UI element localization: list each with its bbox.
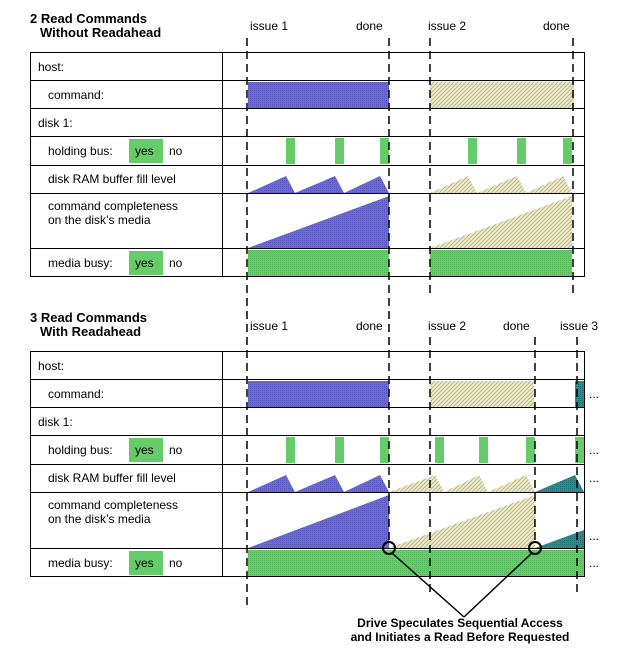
completeness-ramp-1 bbox=[248, 495, 389, 548]
marker-done-2: done bbox=[543, 19, 570, 33]
ellipsis-completeness: ... bbox=[589, 529, 599, 543]
panel-title-line1: 2 Read Commands bbox=[30, 11, 147, 26]
holding-no-label: no bbox=[169, 443, 183, 457]
media-yes-label: yes bbox=[135, 556, 154, 570]
holding-yes-label: yes bbox=[135, 144, 154, 158]
marker-lines bbox=[246, 38, 574, 294]
media-busy-bar-1 bbox=[248, 250, 389, 276]
annotation-line2: and Initiates a Read Before Requested bbox=[351, 630, 570, 644]
holding-yes-swatch bbox=[129, 438, 163, 462]
panel-without-readahead: 2 Read Commands Without Readahead issue … bbox=[30, 11, 585, 294]
row-label-buffer: disk RAM buffer fill level bbox=[48, 471, 176, 485]
media-yes-swatch bbox=[129, 251, 163, 275]
row-label-host: host: bbox=[38, 60, 64, 74]
ellipsis-media-busy: ... bbox=[589, 556, 599, 570]
annotation-line1: Drive Speculates Sequential Access bbox=[357, 616, 563, 630]
row-label-completeness-2: on the disk’s media bbox=[48, 213, 151, 227]
speculation-marker-1 bbox=[382, 541, 396, 555]
callout-lines bbox=[391, 552, 533, 618]
panel-title-line1: 3 Read Commands bbox=[30, 310, 147, 325]
marker-done-1: done bbox=[356, 319, 383, 333]
row-label-host: host: bbox=[38, 359, 64, 373]
buffer-fill-sawtooth bbox=[248, 176, 572, 193]
timing-table bbox=[30, 351, 585, 577]
media-yes-label: yes bbox=[135, 256, 154, 270]
row-label-holding-bus: holding bus: bbox=[48, 443, 113, 457]
panel-title-line2: With Readahead bbox=[40, 324, 141, 339]
media-yes-swatch bbox=[129, 551, 163, 575]
marker-lines bbox=[246, 298, 578, 606]
row-label-media-busy: media busy: bbox=[48, 256, 113, 270]
media-busy-bar bbox=[248, 550, 584, 576]
row-label-command: command: bbox=[48, 387, 104, 401]
speculation-marker-2 bbox=[528, 541, 542, 555]
media-no-label: no bbox=[169, 556, 183, 570]
ellipsis-buffer: ... bbox=[589, 471, 599, 485]
panel-title-line2: Without Readahead bbox=[40, 25, 161, 40]
marker-done-2: done bbox=[503, 319, 530, 333]
row-label-completeness-1: command completeness bbox=[48, 199, 178, 213]
marker-issue-3: issue 3 bbox=[560, 319, 598, 333]
holding-yes-swatch bbox=[129, 139, 163, 163]
completeness-ramp-2 bbox=[389, 495, 535, 548]
row-label-buffer: disk RAM buffer fill level bbox=[48, 172, 176, 186]
completeness-ramp-2 bbox=[430, 196, 572, 248]
completeness-ramp-3 bbox=[535, 530, 584, 548]
panel-with-readahead: 3 Read Commands With Readahead issue 1 d… bbox=[30, 298, 599, 644]
command-1-bar bbox=[248, 82, 389, 108]
command-3-bar bbox=[575, 381, 584, 407]
marker-issue-2: issue 2 bbox=[428, 19, 466, 33]
buffer-fill-sawtooth bbox=[248, 475, 584, 492]
ellipsis-command: ... bbox=[589, 387, 599, 401]
media-no-label: no bbox=[169, 256, 183, 270]
media-busy-bar-2 bbox=[430, 250, 572, 276]
holding-bus-pulses bbox=[286, 138, 572, 164]
marker-issue-1: issue 1 bbox=[250, 19, 288, 33]
timing-table bbox=[30, 52, 585, 277]
command-1-bar bbox=[248, 381, 389, 407]
holding-no-label: no bbox=[169, 144, 183, 158]
row-label-completeness-2: on the disk’s media bbox=[48, 512, 151, 526]
row-label-command: command: bbox=[48, 88, 104, 102]
holding-bus-pulses bbox=[286, 437, 584, 463]
completeness-ramp-1 bbox=[248, 196, 389, 248]
command-2-bar bbox=[430, 381, 534, 407]
row-label-completeness-1: command completeness bbox=[48, 498, 178, 512]
row-label-media-busy: media busy: bbox=[48, 556, 113, 570]
marker-done-1: done bbox=[356, 19, 383, 33]
ellipsis-holding-bus: ... bbox=[589, 443, 599, 457]
command-2-bar bbox=[430, 82, 574, 108]
holding-yes-label: yes bbox=[135, 443, 154, 457]
row-label-disk: disk 1: bbox=[38, 116, 73, 130]
row-label-disk: disk 1: bbox=[38, 415, 73, 429]
marker-issue-2: issue 2 bbox=[428, 319, 466, 333]
marker-issue-1: issue 1 bbox=[250, 319, 288, 333]
row-label-holding-bus: holding bus: bbox=[48, 144, 113, 158]
